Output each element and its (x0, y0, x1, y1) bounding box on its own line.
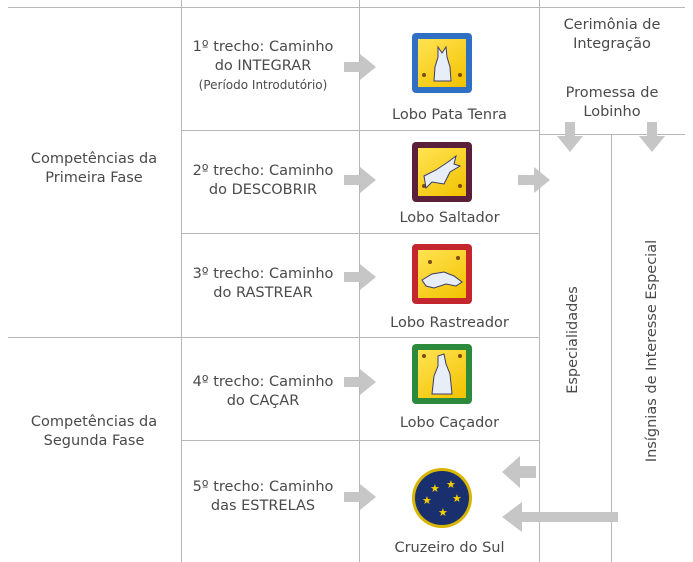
wolf-sitting-icon (412, 33, 472, 93)
grid-line (611, 134, 612, 562)
specialties-label: Especialidades (565, 286, 581, 394)
phase-label: Competências da Primeira Fase (30, 151, 158, 186)
arrow-right-icon (518, 167, 550, 193)
promise-label: Promessa de Lobinho (565, 85, 659, 120)
southern-cross-icon: ★ ★ ★ ★ ★ (412, 468, 472, 528)
stage-label: 3º trecho: Caminho do RASTREAR (192, 266, 334, 301)
wolf-leaping-icon (412, 142, 472, 202)
badge-label: Lobo Caçador (399, 415, 500, 431)
stage-label-text: 1º trecho: Caminho do INTEGRAR (192, 39, 334, 74)
arrow-down-icon (557, 122, 583, 152)
grid-line (539, 7, 685, 8)
arrow-right-icon (344, 264, 376, 290)
arrow-right-icon (344, 54, 376, 80)
grid-line (181, 130, 539, 131)
grid-line (8, 7, 539, 8)
svg-text:★: ★ (452, 492, 462, 505)
ceremony-label: Cerimônia de Integração (563, 17, 661, 52)
special-interest-label: Insígnias de Interesse Especial (644, 239, 660, 463)
arrow-right-icon (344, 484, 376, 510)
arrow-right-icon (344, 369, 376, 395)
wolf-howling-icon (412, 344, 472, 404)
grid-line (539, 134, 685, 135)
arrow-down-icon (639, 122, 665, 152)
stage-label: 4º trecho: Caminho do CAÇAR (192, 374, 334, 409)
grid-line (181, 440, 539, 441)
badge-label: Lobo Pata Tenra (392, 107, 507, 123)
svg-text:★: ★ (422, 494, 432, 507)
badge-label: Lobo Saltador (399, 210, 500, 226)
svg-text:★: ★ (446, 478, 456, 491)
wolf-tracking-icon (412, 244, 472, 304)
grid-line (539, 0, 540, 562)
grid-line (181, 0, 182, 562)
stage-label: 2º trecho: Caminho do DESCOBRIR (192, 163, 334, 198)
badge-label: Cruzeiro do Sul (394, 540, 505, 556)
phase-label: Competências da Segunda Fase (30, 414, 158, 449)
stage-label: 5º trecho: Caminho das ESTRELAS (192, 479, 334, 514)
stage-label: 1º trecho: Caminho do INTEGRAR (Período … (182, 38, 344, 95)
badge-label: Lobo Rastreador (390, 315, 509, 331)
svg-text:★: ★ (438, 506, 448, 519)
arrow-left-icon (502, 502, 618, 532)
grid-line (181, 233, 539, 234)
svg-text:★: ★ (430, 482, 440, 495)
arrow-left-icon (502, 456, 536, 488)
stage-note: (Período Introdutório) (198, 78, 328, 92)
grid-line (8, 337, 539, 338)
arrow-right-icon (344, 167, 376, 193)
